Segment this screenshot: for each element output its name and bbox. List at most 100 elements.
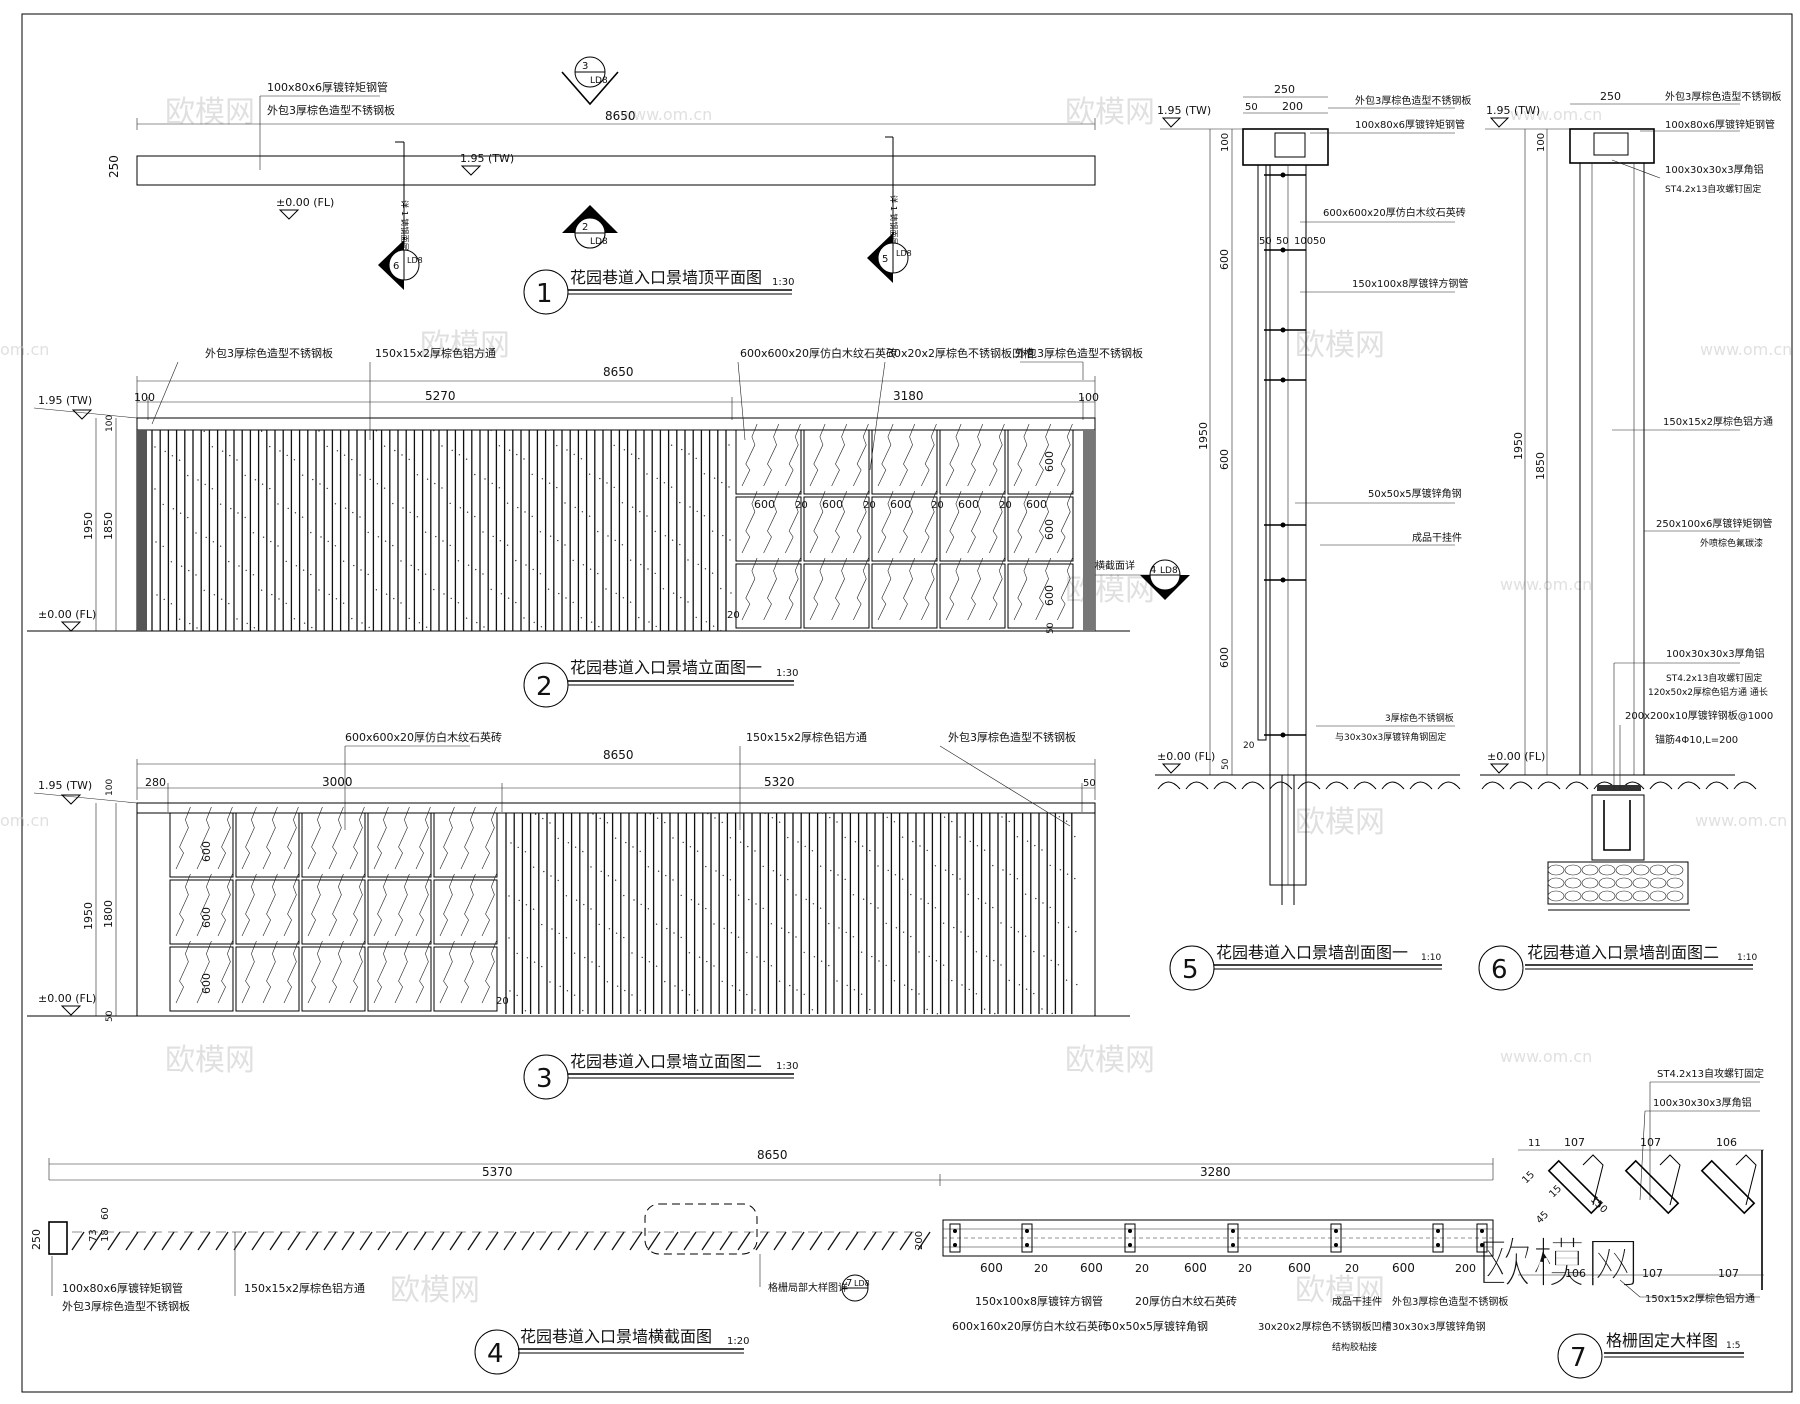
slat-section (125, 1231, 139, 1251)
marble-vein (853, 423, 869, 487)
speckle-dot (638, 616, 640, 619)
stone-tile (235, 812, 300, 878)
label: 50x50x5厚镀锌角钢 (1368, 487, 1462, 500)
section-marker[interactable]: 2 LD8 (562, 205, 618, 249)
marble-vein (1057, 423, 1073, 487)
speckle-dot (557, 837, 559, 840)
title-scale: 1:30 (776, 668, 798, 679)
slat-section (899, 1231, 913, 1251)
speckle-dot (336, 450, 339, 452)
dim: 50 (1221, 758, 1231, 770)
speckle-dot (722, 534, 724, 537)
watermark-site: www.om.cn (1500, 1047, 1592, 1066)
level-floor: ±0.00 (FL) (1157, 750, 1215, 763)
speckle-dot (983, 1008, 986, 1010)
dim: 15 (1520, 1169, 1537, 1186)
marble-vein (328, 940, 344, 1004)
marble-vein (349, 940, 365, 1004)
speckle-dot (613, 444, 615, 447)
speckle-dot (747, 845, 749, 848)
label: 结构胶粘接 (1332, 1341, 1377, 1353)
speckle-dot (730, 592, 732, 594)
speckle-dot (943, 816, 946, 818)
speckle-dot (910, 935, 912, 938)
speckle-dot (984, 902, 987, 904)
speckle-dot (819, 907, 822, 909)
level-top: 1.95 (TW) (38, 394, 92, 407)
dim: 100 (1220, 133, 1231, 152)
speckle-dot (230, 507, 232, 510)
speckle-dot (219, 545, 222, 547)
marble-vein (1013, 423, 1030, 487)
section-marker[interactable]: 7 LD8 (841, 1274, 870, 1302)
dim: 100 (1294, 236, 1313, 247)
dim-overall: 8650 (603, 748, 634, 762)
speckle-dot (1058, 816, 1061, 818)
marble-vein (196, 873, 212, 937)
speckle-dot (566, 990, 569, 992)
marble-vein (1035, 490, 1052, 554)
speckle-dot (976, 845, 979, 847)
speckle-dot (229, 454, 231, 457)
stone-tile (301, 946, 366, 1012)
slat-section (197, 1231, 211, 1251)
dim-seg: 100 (1078, 391, 1099, 404)
detail-callout[interactable] (644, 1203, 758, 1255)
dim: 50 (1276, 236, 1289, 247)
speckle-dot (163, 598, 165, 601)
dim-h-top: 100 (105, 415, 115, 432)
watermark-brand: 欧模网 (1065, 95, 1155, 130)
section-marker[interactable]: 6 LD8 (378, 240, 423, 290)
section-marker[interactable]: 5 LD8 (867, 233, 912, 283)
dim-seg: 280 (145, 776, 166, 789)
title-num: 5 (1182, 955, 1199, 985)
dim-h-main: 1850 (102, 512, 115, 540)
speckle-dot (342, 602, 345, 604)
speckle-dot (879, 812, 881, 814)
dim: 20 (931, 500, 944, 511)
section-marker[interactable]: 4 LD8 (1140, 559, 1190, 600)
speckle-dot (526, 957, 529, 959)
marble-vein (921, 557, 937, 621)
speckle-dot (474, 473, 476, 476)
speckle-dot (534, 813, 537, 815)
speckle-dot (310, 573, 312, 576)
title-num: 7 (1570, 1343, 1587, 1373)
speckle-dot (556, 444, 558, 447)
speckle-dot (377, 536, 380, 538)
gravel-stone (1564, 877, 1582, 889)
speckle-dot (559, 985, 561, 988)
speckle-dot (715, 870, 717, 872)
speckle-dot (828, 964, 830, 967)
dim: 600 (1043, 585, 1056, 606)
speckle-dot (911, 988, 913, 991)
speckle-dot (607, 875, 610, 877)
dim: 20 (999, 500, 1012, 511)
section-marker[interactable]: 3 LD8 (561, 56, 619, 106)
speckle-dot (696, 850, 699, 852)
stone-tile (169, 812, 234, 878)
speckle-dot (344, 507, 347, 509)
dim: 600 (1288, 1261, 1311, 1275)
speckle-dot (203, 430, 205, 433)
view-title: 4 花园巷道入口景墙横截面图 1:20 (474, 1327, 749, 1375)
speckle-dot (551, 928, 553, 930)
speckle-dot (1033, 992, 1035, 995)
speckle-dot (796, 989, 798, 991)
section-num: 4 (1150, 565, 1156, 576)
marble-vein (394, 940, 410, 1004)
marble-vein (217, 873, 233, 937)
marble-vein (1035, 557, 1052, 621)
speckle-dot (506, 502, 509, 504)
speckle-dot (532, 908, 535, 910)
speckle-dot (680, 936, 682, 939)
gravel-stone (1581, 877, 1599, 889)
bolt (953, 1243, 957, 1247)
speckle-dot (770, 965, 773, 967)
speckle-dot (1008, 820, 1010, 823)
speckle-dot (920, 898, 922, 900)
speckle-dot (219, 503, 222, 505)
dim: 107 (1564, 1136, 1585, 1149)
speckle-dot (639, 850, 641, 853)
slat-section (827, 1231, 841, 1251)
